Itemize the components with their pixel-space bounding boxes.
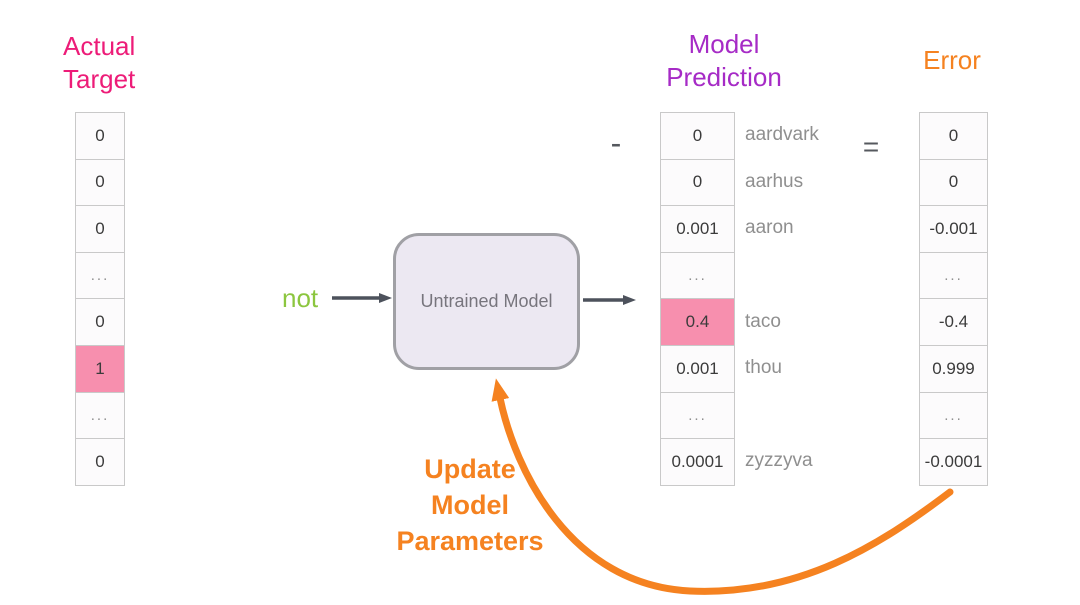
word-label: aarhus [745, 170, 804, 192]
word-label: aardvark [745, 124, 819, 146]
actual-target-label: Actual Target [63, 30, 135, 96]
table-cell: 0 [919, 112, 988, 160]
word-label [745, 252, 865, 299]
actual-target-label-line2: Target [63, 64, 136, 94]
equals-operator: = [862, 131, 880, 162]
table-cell: -0.001 [919, 205, 988, 253]
table-cell: ... [660, 251, 735, 300]
table-cell: 0 [75, 205, 125, 253]
table-cell: 0.001 [660, 344, 735, 393]
model-prediction-label-line1: Model [688, 29, 760, 59]
untrained-model-label: Untrained Model [420, 291, 553, 311]
word-label: taco [745, 310, 781, 332]
word-label: zyzzyva [745, 450, 813, 472]
vocabulary-word-labels: aardvark aarhus aaron taco thou zyzzyva [745, 112, 865, 485]
table-cell: -0.0001 [919, 438, 988, 486]
table-cell: 0 [919, 158, 988, 207]
table-cell: 1 [75, 344, 125, 393]
table-cell: ... [75, 251, 125, 300]
error-label: Error [923, 45, 981, 75]
table-cell: ... [75, 391, 125, 440]
table-cell: 0 [75, 158, 125, 207]
update-label-line1: Update [424, 454, 516, 484]
minus-operator: - [610, 124, 622, 161]
model-prediction-label: Model Prediction [624, 28, 824, 94]
table-cell: 0 [660, 112, 735, 160]
update-model-parameters-label: Update Model Parameters [358, 451, 582, 559]
untrained-model-box: Untrained Model [393, 233, 580, 370]
update-label-line3: Parameters [396, 526, 544, 556]
word-label: aaron [745, 217, 794, 239]
update-label-line2: Model [431, 490, 509, 520]
table-cell: 0.4 [660, 298, 735, 346]
table-cell: ... [660, 391, 735, 440]
actual-target-label-line1: Actual [63, 31, 136, 61]
word-label [745, 392, 865, 439]
table-cell: 0 [660, 158, 735, 207]
table-cell: 0.001 [660, 205, 735, 253]
table-cell: 0.0001 [660, 438, 735, 486]
table-cell: -0.4 [919, 298, 988, 346]
table-cell: 0 [75, 112, 125, 160]
table-cell: 0.999 [919, 344, 988, 393]
word-label: thou [745, 357, 782, 379]
input-word-label: not [282, 283, 319, 313]
table-cell: 0 [75, 438, 125, 486]
model-prediction-label-line2: Prediction [666, 62, 782, 92]
table-cell: ... [919, 251, 988, 300]
table-cell: ... [919, 391, 988, 440]
table-cell: 0 [75, 298, 125, 346]
